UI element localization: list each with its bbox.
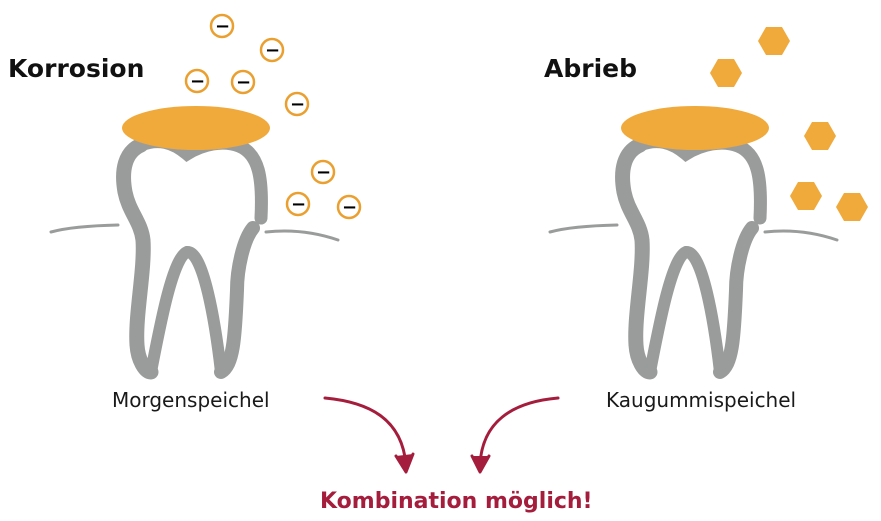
minus-icon: − bbox=[342, 197, 358, 218]
minus-icon: − bbox=[290, 94, 306, 115]
minus-icon: − bbox=[215, 16, 231, 37]
minus-icon: − bbox=[316, 162, 332, 183]
minus-icon: − bbox=[236, 72, 252, 93]
arrow-right bbox=[478, 396, 560, 467]
abrasion-particle-icons bbox=[710, 27, 868, 221]
arrows bbox=[323, 396, 560, 474]
minus-icon: − bbox=[291, 194, 307, 215]
left-title: Korrosion bbox=[8, 54, 145, 83]
left-caption: Morgenspeichel bbox=[112, 388, 270, 412]
minus-icon: − bbox=[265, 40, 281, 61]
conclusion-text: Kombination möglich! bbox=[320, 489, 593, 514]
tooth-right bbox=[550, 106, 837, 372]
tooth-left bbox=[51, 106, 338, 372]
right-title: Abrieb bbox=[544, 54, 637, 83]
minus-icon: − bbox=[190, 71, 206, 92]
ion-icons bbox=[184, 13, 362, 220]
right-caption: Kaugummispeichel bbox=[606, 388, 797, 412]
arrow-left bbox=[323, 396, 408, 467]
